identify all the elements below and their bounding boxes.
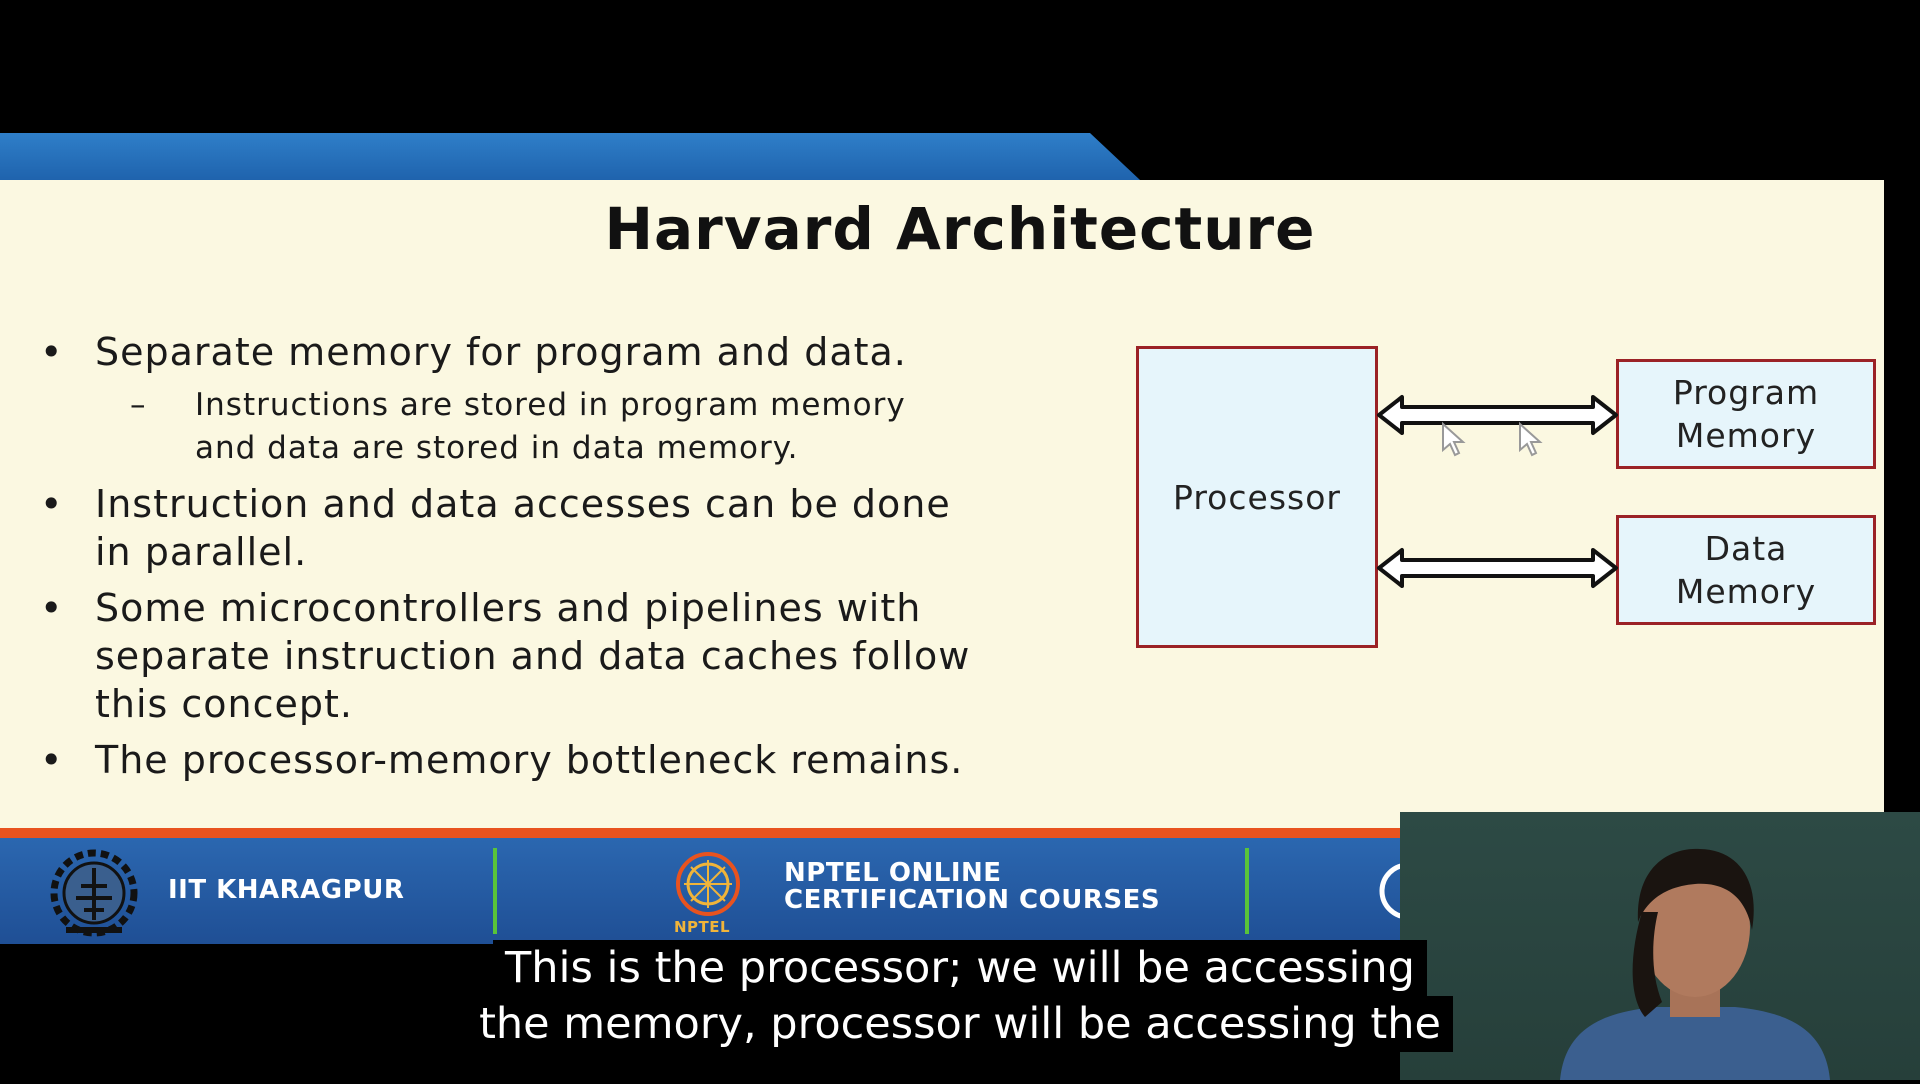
bullet-text: this concept. xyxy=(95,682,354,726)
caption-line: This is the processor; we will be access… xyxy=(493,940,1427,996)
data-bus-arrow xyxy=(1377,548,1618,588)
sub-bullet-line: and data are stored in data memory. xyxy=(195,430,799,466)
partial-logo-icon xyxy=(1379,863,1400,919)
dash-icon: – xyxy=(130,387,147,423)
bullet-item: • Some microcontrollers and pipelines wit… xyxy=(40,584,1100,728)
processor-label: Processor xyxy=(1173,477,1341,517)
header-band xyxy=(0,133,1920,180)
footer-separator xyxy=(493,848,497,934)
data-memory-label-1: Data xyxy=(1704,529,1788,568)
bullet-text: Separate memory for program and data. xyxy=(95,330,907,374)
slide-title: Harvard Architecture xyxy=(604,195,1316,263)
program-memory-label-2: Memory xyxy=(1675,416,1817,455)
header-blue-stripe xyxy=(0,133,1140,180)
sub-bullet-item: – Instructions are stored in program memo… xyxy=(40,384,1100,470)
bullet-text: separate instruction and data caches fol… xyxy=(95,634,971,678)
footer-orange-stripe xyxy=(0,828,1400,838)
bullet-text: The processor-memory bottleneck remains. xyxy=(95,738,964,782)
data-memory-label-2: Memory xyxy=(1675,572,1817,611)
bullet-text: Instruction and data accesses can be don… xyxy=(95,482,951,526)
cursor-icon xyxy=(1442,421,1543,457)
bullet-text: Some microcontrollers and pipelines with xyxy=(95,586,922,630)
bullet-dot-icon: • xyxy=(40,586,64,630)
bullet-text: in parallel. xyxy=(95,530,308,574)
presenter-webcam xyxy=(1400,812,1920,1080)
sub-bullet-line: Instructions are stored in program memor… xyxy=(195,387,906,423)
nptel-title-line-2: CERTIFICATION COURSES xyxy=(784,885,1161,915)
iit-kharagpur-label: IIT KHARAGPUR xyxy=(168,875,405,905)
bullet-list: • Separate memory for program and data. –… xyxy=(40,328,1100,792)
bullet-dot-icon: • xyxy=(40,330,64,374)
presenter-avatar xyxy=(1560,848,1830,1080)
bullet-item: • Separate memory for program and data. xyxy=(40,328,1100,376)
footer-separator xyxy=(1245,848,1249,934)
nptel-title-line-1: NPTEL ONLINE xyxy=(784,858,1002,888)
processor-box: Processor xyxy=(1136,346,1378,648)
slide-area xyxy=(0,180,1884,830)
program-memory-label-1: Program xyxy=(1672,373,1820,412)
bullet-dot-icon: • xyxy=(40,738,64,782)
bullet-item: • The processor-memory bottleneck remains… xyxy=(40,736,1100,784)
iit-kharagpur-logo-icon xyxy=(50,849,138,937)
nptel-logo-icon xyxy=(676,852,740,916)
program-bus-arrow xyxy=(1377,395,1618,435)
nptel-tag: NPTEL xyxy=(674,918,731,936)
caption-line: the memory, processor will be accessing … xyxy=(467,996,1453,1052)
bullet-item: • Instruction and data accesses can be do… xyxy=(40,480,1100,576)
bullet-dot-icon: • xyxy=(40,482,64,526)
slide-footer: IIT KHARAGPUR NPTEL NPTEL ONLINE CERTIFI… xyxy=(0,838,1400,944)
caption-area: This is the processor; we will be access… xyxy=(0,940,1920,1052)
